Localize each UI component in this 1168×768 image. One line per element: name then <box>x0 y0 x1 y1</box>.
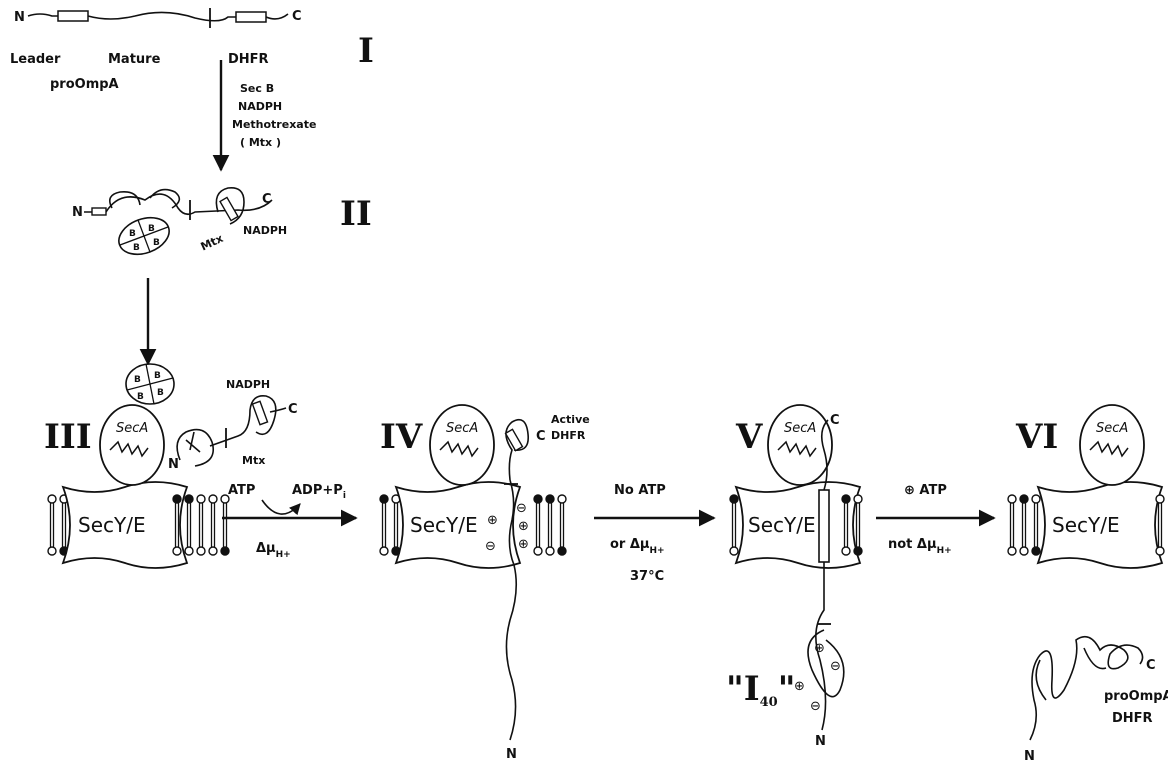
proompa-label: proOmpA <box>1104 689 1168 704</box>
plus-atp-label: ⊕ ATP <box>904 483 947 498</box>
c-terminus-label: C <box>830 413 840 428</box>
atp-label: ATP <box>228 483 255 498</box>
not-delta-mu-label: not ΔμH+ <box>888 537 952 556</box>
seca-label: SecA <box>116 421 148 436</box>
stage-iii-membrane: SecY/E SecA B B B B N C NADPH Mtx <box>48 364 298 568</box>
stage-i-construct: N C Leader Mature DHFR proOmpA <box>10 8 302 92</box>
n-terminus-label: N <box>168 457 179 472</box>
condition-mtx: ( Mtx ) <box>240 136 281 149</box>
temperature-label: 37°C <box>630 569 664 584</box>
dhfr-box <box>236 12 266 22</box>
released-proompa-dhfr: C N proOmpA DHFR <box>1024 637 1168 764</box>
or-delta-mu-label: or ΔμH+ <box>610 537 665 556</box>
arrow-i-conditions: Sec B NADPH Methotrexate ( Mtx ) <box>232 82 316 149</box>
c-terminus-label: C <box>288 402 298 417</box>
n-terminus-label: N <box>14 10 25 25</box>
n-terminus-label: N <box>1024 749 1035 764</box>
step-vi-numeral: VI <box>1015 417 1058 457</box>
step-iii-numeral: III <box>44 417 92 457</box>
mtx-rod <box>220 197 238 220</box>
n-terminus-label: N <box>815 734 826 749</box>
mature-label: Mature <box>108 52 161 67</box>
arrow-iii-to-iv: ATP ADP+Pi ΔμH+ <box>222 483 356 560</box>
secb-tetramer: B B B B <box>114 211 174 261</box>
leader-label: Leader <box>10 52 61 67</box>
condition-methotrexate: Methotrexate <box>232 118 316 131</box>
mtx-rod <box>252 401 267 424</box>
secb-b3: B <box>133 243 140 253</box>
step-i-numeral: I <box>358 31 374 71</box>
plus-charge: ⊕ <box>518 519 529 534</box>
minus-charge: ⊖ <box>516 501 527 516</box>
secy-e-label: SecY/E <box>1052 513 1120 537</box>
step-iv-numeral: IV <box>380 417 423 457</box>
arrow-v-to-vi: ⊕ ATP not ΔμH+ <box>876 483 994 556</box>
dhfr-label: DHFR <box>1112 711 1153 726</box>
minus-charge: ⊖ <box>830 659 841 674</box>
c-tail <box>270 408 286 412</box>
leader-box <box>92 208 106 215</box>
seca-label: SecA <box>784 421 816 436</box>
n-terminus-label: N <box>506 747 517 762</box>
mature-cross <box>186 432 200 452</box>
stage-ii-complex: N C NADPH Mtx B B B B <box>72 188 287 261</box>
secb-b1: B <box>134 375 141 385</box>
secb-b4: B <box>153 238 160 248</box>
step-ii-numeral: II <box>340 194 372 234</box>
condition-nadph: NADPH <box>238 100 282 113</box>
c-terminus-label: C <box>262 192 272 207</box>
step-v-numeral: V <box>735 417 763 457</box>
adp-pi-label: ADP+Pi <box>292 483 346 501</box>
plus-charge: ⊕ <box>518 537 529 552</box>
i40-channel-rod <box>819 490 829 562</box>
secy-e-label: SecY/E <box>410 513 478 537</box>
active-label: Active <box>551 413 590 426</box>
plus-charge: ⊕ <box>487 513 498 528</box>
seca-label: SecA <box>446 421 478 436</box>
mtx-label: Mtx <box>199 232 226 254</box>
c-terminus-label: C <box>292 9 302 24</box>
seca-label: SecA <box>1096 421 1128 436</box>
proompa-label: proOmpA <box>50 77 119 92</box>
minus-charge: ⊖ <box>810 699 821 714</box>
c-terminus-label: C <box>536 429 546 444</box>
nadph-label: NADPH <box>243 224 287 237</box>
c-terminus-label: C <box>1146 658 1156 673</box>
secb-b2: B <box>154 371 161 381</box>
no-atp-label: No ATP <box>614 483 666 498</box>
mtx-rod <box>506 429 523 450</box>
dhfr-label: DHFR <box>228 52 269 67</box>
minus-charge: ⊖ <box>485 539 496 554</box>
nadph-label: NADPH <box>226 378 270 391</box>
secb-b3: B <box>137 392 144 402</box>
secb-b2: B <box>148 224 155 234</box>
stage-iv-membrane: SecY/E SecA C Active DHFR ⊕ ⊖ ⊖ ⊕ ⊕ N <box>380 405 590 762</box>
condition-secb: Sec B <box>240 82 274 95</box>
delta-mu-label: ΔμH+ <box>256 541 291 560</box>
mtx-label: Mtx <box>242 454 265 467</box>
secb-b1: B <box>129 229 136 239</box>
secb-tetramer: B B B B <box>126 364 174 404</box>
n-terminus-label: N <box>72 205 83 220</box>
leader-box <box>58 11 88 21</box>
secy-e-label: SecY/E <box>748 513 816 537</box>
arrow-iv-to-v: No ATP or ΔμH+ 37°C <box>594 483 714 584</box>
dhfr-label: DHFR <box>551 429 586 442</box>
plus-charge: ⊕ <box>814 641 825 656</box>
secb-b4: B <box>157 388 164 398</box>
plus-charge: ⊕ <box>794 679 805 694</box>
i40-label: "I40" <box>726 669 795 710</box>
secy-e-label: SecY/E <box>78 513 146 537</box>
